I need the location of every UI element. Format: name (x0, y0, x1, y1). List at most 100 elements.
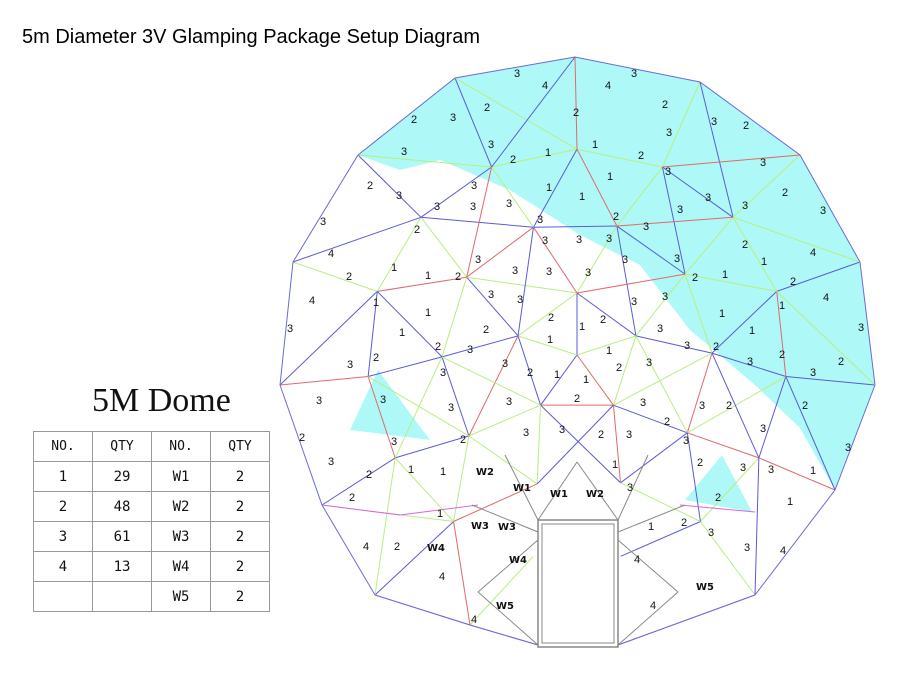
strut-line (466, 226, 534, 278)
strut-line (776, 291, 876, 386)
strut-line (468, 404, 541, 437)
strut-label: 3 (585, 267, 591, 279)
cell: 48 (92, 491, 152, 522)
strut-line (776, 291, 787, 377)
strut-label: 3 (631, 296, 637, 308)
strut-label: 3 (542, 235, 548, 247)
door-strut-line (617, 504, 686, 533)
strut-label: 3 (514, 68, 520, 80)
door-strut-line (537, 461, 578, 521)
strut-label: 3 (810, 367, 816, 379)
strut-label: 3 (434, 201, 440, 213)
strut-label: 1 (579, 321, 585, 333)
strut-label: 4 (471, 614, 477, 626)
strut-label: 1 (583, 374, 589, 386)
strut-label: 3 (662, 291, 668, 303)
door-strut-line (477, 591, 539, 646)
strut-label: 3 (380, 394, 386, 406)
strut-label: 2 (743, 120, 749, 132)
strut-line (620, 521, 701, 557)
strut-line (420, 216, 468, 278)
strut-line (711, 291, 778, 354)
strut-label: 1 (547, 334, 553, 346)
strut-line (686, 432, 701, 522)
strut-label: 3 (391, 436, 397, 448)
strut-label: 2 (779, 349, 785, 361)
strut-label: 3 (845, 442, 851, 454)
strut-line (758, 457, 836, 491)
strut-label: 3 (768, 464, 774, 476)
strut-line (454, 77, 578, 150)
strut-label: 2 (411, 114, 417, 126)
strut-label: 3 (320, 216, 326, 228)
strut-label: 2 (616, 362, 622, 374)
strut-label: 2 (455, 271, 461, 283)
strut-label: W2 (476, 467, 494, 478)
strut-line (491, 56, 576, 168)
strut-line (616, 225, 686, 275)
strut-label: 3 (488, 139, 494, 151)
highlighted-panel-left (350, 370, 430, 440)
strut-line (517, 335, 542, 406)
strut-label: 2 (394, 541, 400, 553)
strut-line (517, 227, 534, 336)
strut-label: 3 (711, 116, 717, 128)
strut-label: 3 (666, 127, 672, 139)
strut-label: 2 (573, 107, 579, 119)
strut-label: 1 (579, 191, 585, 203)
strut-label: 2 (527, 367, 533, 379)
strut-label: 1 (592, 139, 598, 151)
cell: W4 (151, 551, 211, 582)
strut-label: 3 (631, 68, 637, 80)
door-strut-line (617, 539, 679, 593)
strut-line (376, 217, 422, 292)
strut-line (732, 217, 778, 292)
cell: 2 (210, 551, 270, 582)
strut-line (758, 376, 787, 459)
strut-label: 3 (744, 542, 750, 554)
strut-line (686, 352, 713, 433)
strut-label: 3 (622, 254, 628, 266)
door-frame (537, 519, 619, 648)
strut-line (533, 225, 617, 228)
strut-line (785, 376, 876, 386)
strut-label: W3 (498, 522, 516, 533)
strut-line (616, 166, 663, 227)
strut-label: 3 (506, 198, 512, 210)
strut-label: 4 (634, 554, 640, 566)
strut-label: 2 (838, 356, 844, 368)
strut-line (620, 432, 688, 484)
strut-line (612, 335, 637, 406)
strut-label: 3 (674, 253, 680, 265)
strut-label: 4 (780, 545, 786, 557)
strut-line (616, 216, 734, 227)
strut-line (367, 376, 470, 437)
strut-label: 1 (722, 269, 728, 281)
strut-line (441, 335, 519, 358)
strut-label: 2 (715, 492, 721, 504)
strut-line (357, 154, 492, 168)
strut-label: 2 (510, 154, 516, 166)
strut-line (576, 148, 618, 227)
highlighted-panel-right (685, 455, 752, 512)
strut-label: 2 (367, 180, 373, 192)
strut-label: 1 (391, 262, 397, 274)
strut-line (613, 352, 713, 406)
strut-label: 3 (287, 323, 293, 335)
strut-line (785, 376, 836, 491)
strut-label: 3 (450, 112, 456, 124)
strut-line (576, 148, 663, 168)
strut-label: 1 (440, 466, 446, 478)
strut-line (394, 457, 454, 522)
strut-line (576, 273, 686, 294)
strut-line (466, 166, 493, 278)
strut-line (533, 226, 578, 294)
strut-label: 4 (823, 292, 829, 304)
strut-line (441, 356, 470, 437)
strut-line (517, 335, 578, 356)
strut-line (292, 261, 378, 292)
strut-label: 3 (626, 429, 632, 441)
strut-label: 2 (548, 312, 554, 324)
